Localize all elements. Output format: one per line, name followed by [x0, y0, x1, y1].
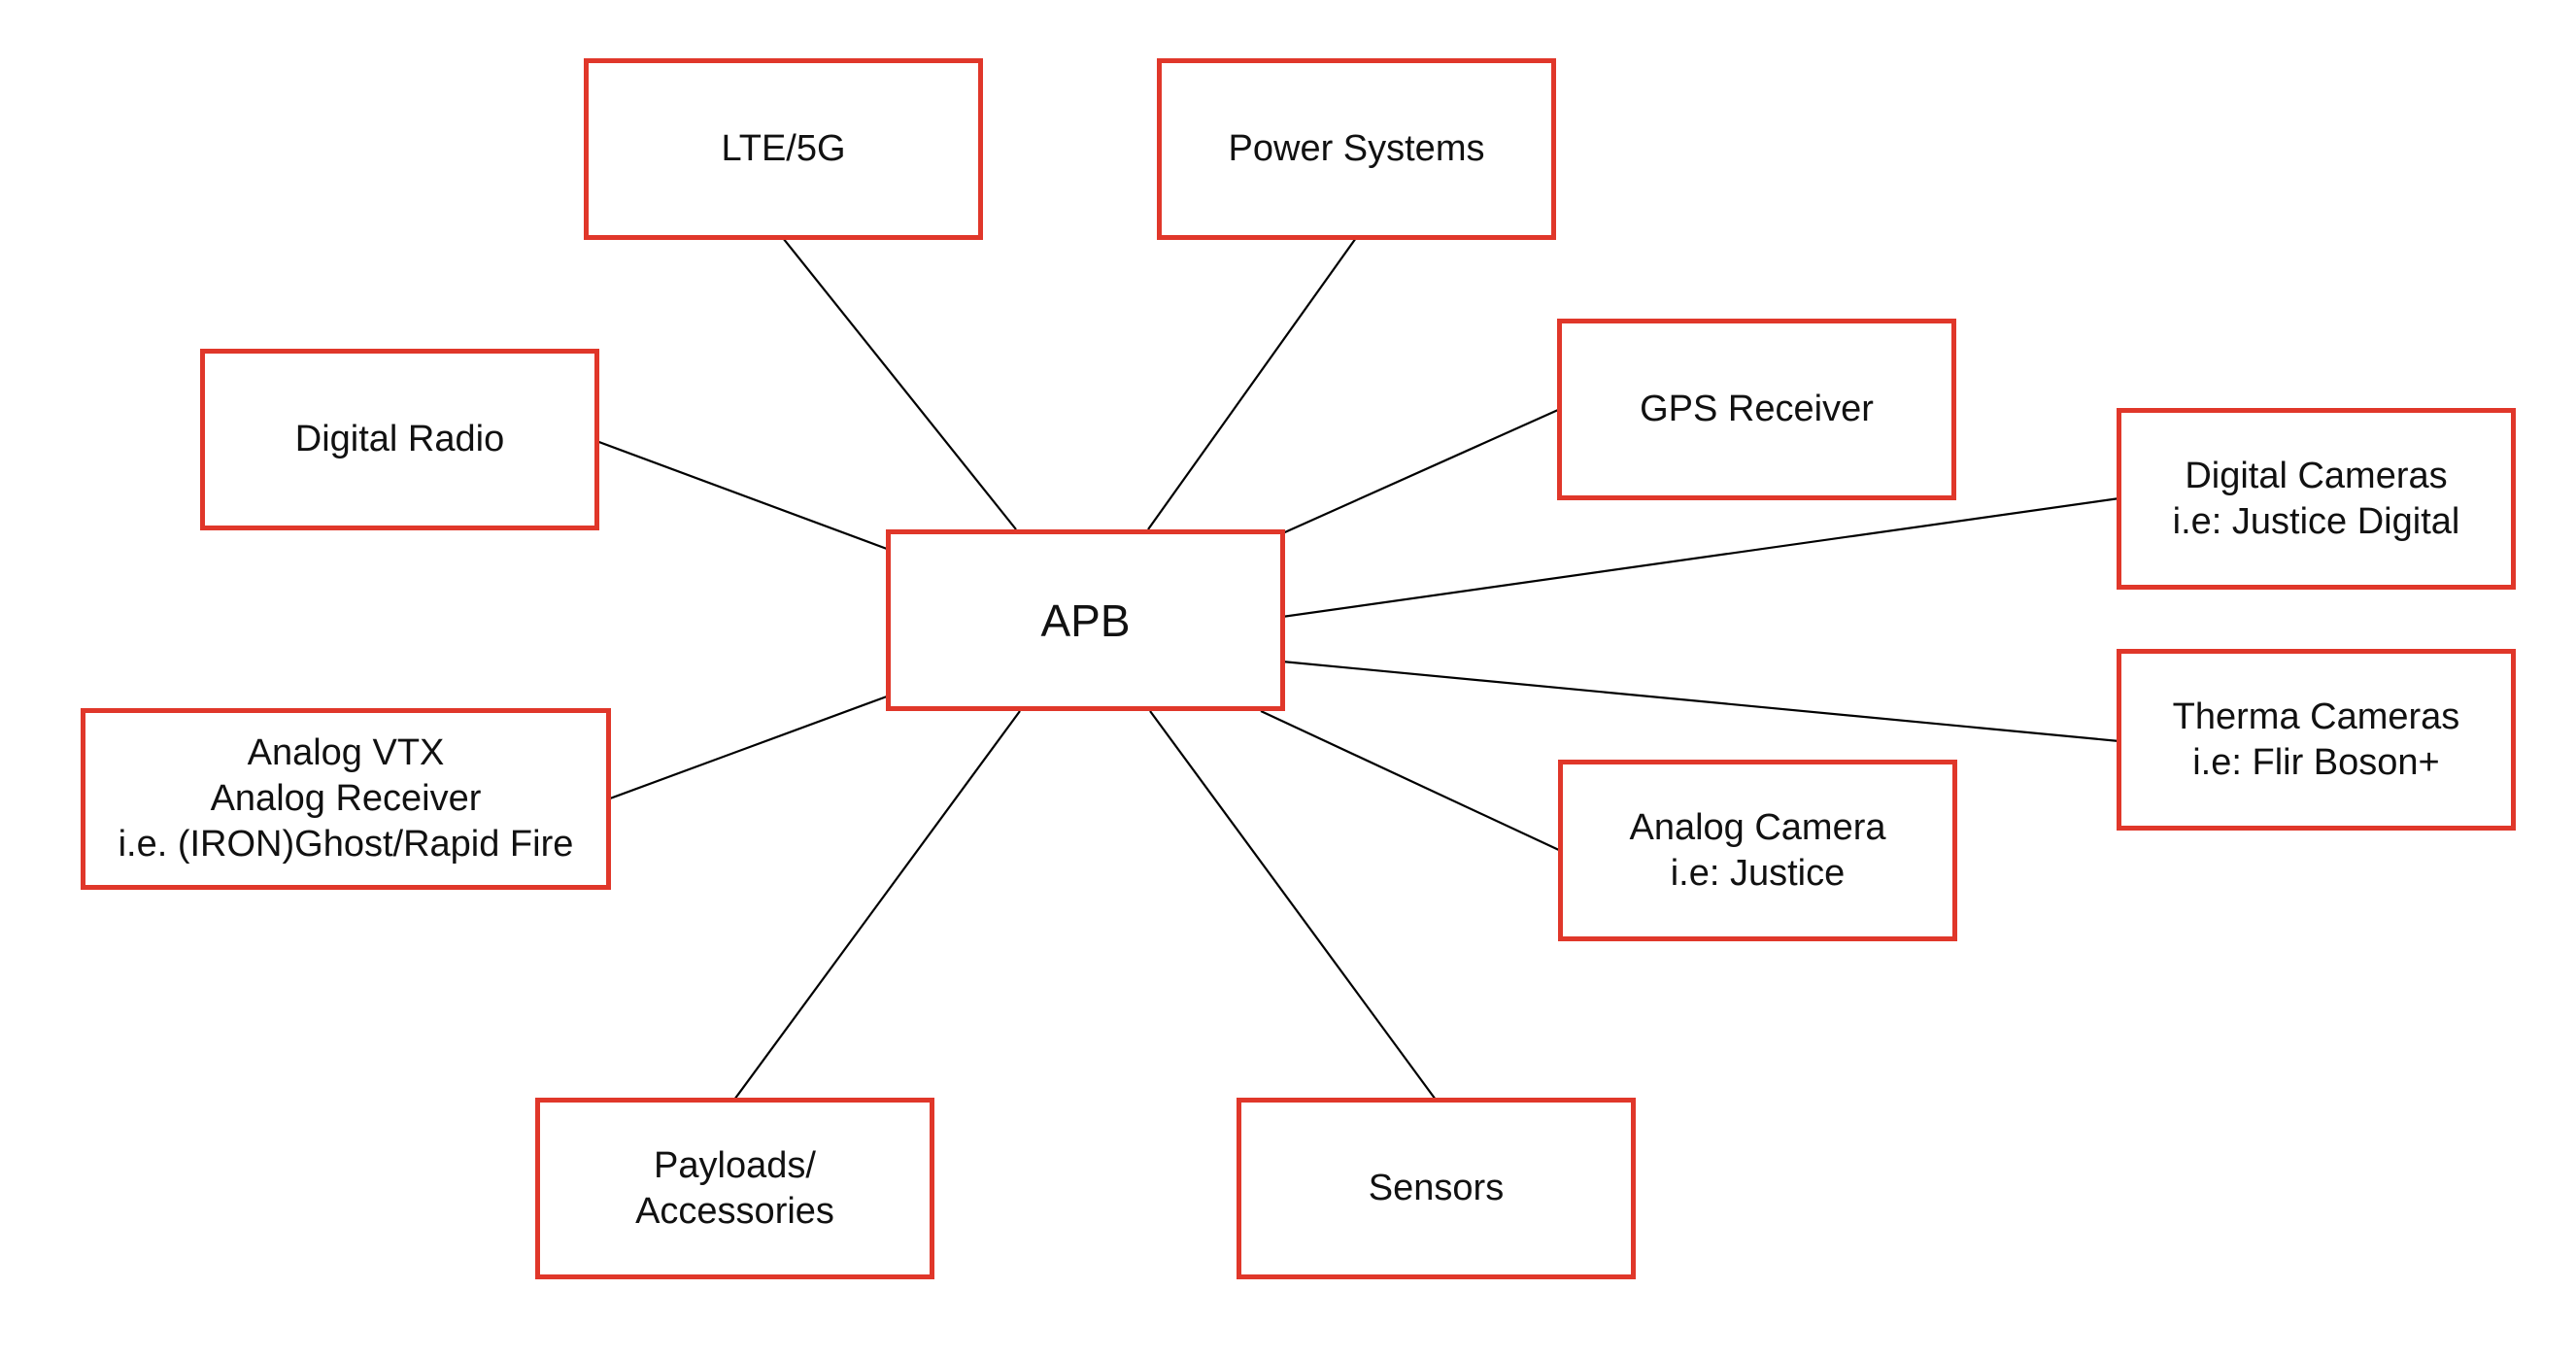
node-sensors-label: Sensors	[1368, 1168, 1505, 1208]
node-digital-radio: Digital Radio	[200, 349, 599, 530]
node-payloads-accessories-text: Payloads/ Accessories	[635, 1143, 834, 1235]
node-analog-vtx-text: Analog VTX Analog Receiver i.e. (IRON)Gh…	[119, 730, 574, 867]
node-therma-cameras-line-1: Therma Cameras	[2172, 696, 2460, 737]
node-apb-text: APB	[1040, 594, 1130, 647]
node-analog-camera: Analog Camera i.e: Justice	[1558, 760, 1957, 941]
node-digital-cameras-line-2: i.e: Justice Digital	[2172, 500, 2460, 542]
node-payloads-accessories: Payloads/ Accessories	[535, 1098, 934, 1279]
node-lte-5g-label: LTE/5G	[721, 128, 846, 169]
node-payloads-accessories-line-2: Accessories	[635, 1190, 834, 1232]
node-analog-camera-line-2: i.e: Justice	[1670, 852, 1846, 894]
node-apb-label: APB	[1040, 594, 1131, 646]
node-analog-vtx-line-2: Analog Receiver	[210, 778, 482, 819]
node-payloads-accessories-line-1: Payloads/	[654, 1144, 816, 1186]
node-therma-cameras-line-2: i.e: Flir Boson+	[2192, 741, 2440, 783]
node-sensors-text: Sensors	[1369, 1166, 1504, 1211]
node-analog-vtx-line-3: i.e. (IRON)Ghost/Rapid Fire	[118, 824, 574, 865]
connector-apb-sensors	[1149, 710, 1437, 1101]
node-power-systems-label: Power Systems	[1228, 128, 1485, 169]
node-digital-cameras: Digital Cameras i.e: Justice Digital	[2117, 408, 2516, 590]
node-power-systems-text: Power Systems	[1229, 126, 1485, 172]
node-lte-5g-text: LTE/5G	[721, 126, 845, 172]
node-gps-receiver-text: GPS Receiver	[1640, 387, 1874, 432]
node-analog-camera-text: Analog Camera i.e: Justice	[1629, 805, 1885, 897]
node-analog-vtx: Analog VTX Analog Receiver i.e. (IRON)Gh…	[81, 708, 611, 890]
connector-apb-payloads	[733, 710, 1021, 1101]
node-analog-vtx-line-1: Analog VTX	[247, 732, 445, 773]
connector-apb-digital-radio	[595, 439, 888, 551]
node-sensors: Sensors	[1237, 1098, 1636, 1279]
connector-apb-power	[1147, 237, 1357, 530]
node-gps-receiver: GPS Receiver	[1557, 319, 1956, 500]
node-digital-cameras-line-1: Digital Cameras	[2185, 455, 2448, 496]
connector-apb-therma-cameras	[1281, 660, 2120, 743]
node-power-systems: Power Systems	[1157, 58, 1556, 240]
connector-apb-lte	[782, 237, 1017, 530]
node-digital-radio-label: Digital Radio	[294, 419, 505, 459]
connector-apb-analog-vtx	[609, 695, 888, 800]
node-gps-receiver-label: GPS Receiver	[1640, 389, 1874, 429]
node-lte-5g: LTE/5G	[584, 58, 983, 240]
node-analog-camera-line-1: Analog Camera	[1629, 806, 1886, 848]
connector-apb-analog-camera	[1260, 710, 1562, 852]
connector-apb-digital-cameras	[1281, 496, 2120, 619]
node-therma-cameras: Therma Cameras i.e: Flir Boson+	[2117, 649, 2516, 831]
node-apb: APB	[886, 529, 1285, 711]
node-digital-radio-text: Digital Radio	[295, 417, 504, 462]
connector-apb-gps	[1277, 408, 1559, 537]
node-digital-cameras-text: Digital Cameras i.e: Justice Digital	[2173, 454, 2460, 545]
node-therma-cameras-text: Therma Cameras i.e: Flir Boson+	[2173, 695, 2460, 786]
